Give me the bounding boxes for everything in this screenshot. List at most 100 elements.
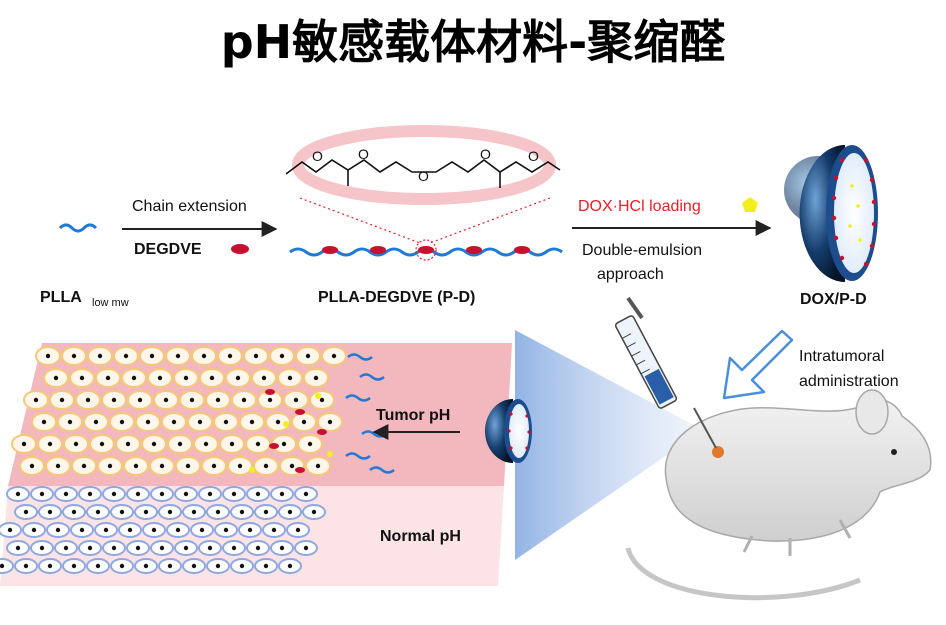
cell-nucleus	[183, 375, 189, 381]
cell-nucleus	[119, 419, 125, 425]
cell-nucleus	[159, 545, 165, 551]
cell-nucleus	[207, 491, 213, 497]
cell-nucleus	[63, 491, 69, 497]
oxygen-atom-label: O	[480, 146, 491, 162]
cell-nucleus	[253, 353, 259, 359]
cell-nucleus	[63, 545, 69, 551]
release-spot	[315, 393, 321, 399]
cell-nucleus	[231, 491, 237, 497]
intratumoral-label: Intratumoral	[799, 348, 884, 365]
cell-nucleus	[135, 545, 141, 551]
cell-nucleus	[293, 397, 299, 403]
cell-nucleus	[307, 441, 313, 447]
cell-nucleus	[71, 353, 77, 359]
cell-nucleus	[59, 397, 65, 403]
cell-nucleus	[79, 527, 85, 533]
cell-nucleus	[45, 353, 51, 359]
cell-nucleus	[71, 509, 77, 515]
cell-nucleus	[103, 527, 109, 533]
cell-nucleus	[53, 375, 59, 381]
cell-nucleus	[71, 563, 77, 569]
cell-nucleus	[111, 545, 117, 551]
cell-nucleus	[125, 441, 131, 447]
cell-nucleus	[143, 563, 149, 569]
cell-nucleus	[47, 509, 53, 515]
cell-nucleus	[21, 441, 27, 447]
injection-syringe-icon	[614, 296, 717, 449]
cell-nucleus	[267, 397, 273, 403]
cell-nucleus	[15, 545, 21, 551]
release-spot	[295, 467, 305, 473]
plla-degdve-label: PLLA-DEGDVE (P-D)	[318, 289, 475, 306]
cell-nucleus	[137, 397, 143, 403]
cell-nucleus	[135, 491, 141, 497]
cell-nucleus	[143, 509, 149, 515]
cell-nucleus	[183, 491, 189, 497]
cell-nucleus	[111, 491, 117, 497]
cell-nucleus	[151, 527, 157, 533]
released-chains	[345, 353, 395, 474]
cell-nucleus	[47, 563, 53, 569]
cell-nucleus	[107, 463, 113, 469]
cell-nucleus	[263, 509, 269, 515]
cell-nucleus	[227, 353, 233, 359]
cell-nucleus	[241, 397, 247, 403]
cell-nucleus	[67, 419, 73, 425]
cell-nucleus	[159, 491, 165, 497]
degdve-structure	[285, 159, 561, 175]
cell-nucleus	[159, 463, 165, 469]
cell-nucleus	[131, 375, 137, 381]
cell-nucleus	[295, 527, 301, 533]
cell-nucleus	[279, 491, 285, 497]
cell-nucleus	[215, 563, 221, 569]
cell-nucleus	[313, 375, 319, 381]
oxygen-atom-label: O	[358, 146, 369, 162]
cell-nucleus	[79, 375, 85, 381]
oxygen-atom-label: O	[528, 148, 539, 164]
cell-nucleus	[209, 375, 215, 381]
approach-label: approach	[597, 266, 664, 283]
administration-arrow	[722, 329, 794, 400]
cell-nucleus	[279, 545, 285, 551]
cell-nucleus	[287, 375, 293, 381]
oxygen-atom-label: O	[418, 168, 429, 184]
release-spot	[295, 409, 305, 415]
cell-nucleus	[87, 545, 93, 551]
cell-nucleus	[167, 509, 173, 515]
cell-nucleus	[191, 563, 197, 569]
cell-nucleus	[199, 527, 205, 533]
cell-nucleus	[39, 545, 45, 551]
cell-nucleus	[23, 563, 29, 569]
release-spot	[283, 421, 289, 427]
cell-nucleus	[303, 491, 309, 497]
cell-nucleus	[319, 397, 325, 403]
cell-nucleus	[327, 419, 333, 425]
release-spot	[327, 451, 333, 457]
cell-nucleus	[237, 463, 243, 469]
chain-extension-label: Chain extension	[132, 198, 247, 215]
cell-nucleus	[29, 463, 35, 469]
cell-nucleus	[95, 509, 101, 515]
cell-nucleus	[85, 397, 91, 403]
administration-label: administration	[799, 373, 899, 390]
cell-nucleus	[41, 419, 47, 425]
oxygen-atom-label: O	[312, 148, 323, 164]
cell-nucleus	[15, 491, 21, 497]
cell-nucleus	[223, 527, 229, 533]
cell-nucleus	[301, 419, 307, 425]
cell-nucleus	[255, 491, 261, 497]
cell-nucleus	[311, 509, 317, 515]
cell-nucleus	[167, 563, 173, 569]
dox-pentagon-icon	[742, 197, 758, 212]
cell-nucleus	[99, 441, 105, 447]
mouse-icon	[625, 389, 932, 601]
cell-nucleus	[201, 353, 207, 359]
cell-nucleus	[177, 441, 183, 447]
cell-nucleus	[231, 545, 237, 551]
release-spot	[265, 389, 275, 395]
cell-nucleus	[0, 563, 5, 569]
release-spot	[249, 467, 255, 473]
double-emulsion-label: Double-emulsion	[582, 242, 702, 259]
cell-nucleus	[279, 353, 285, 359]
